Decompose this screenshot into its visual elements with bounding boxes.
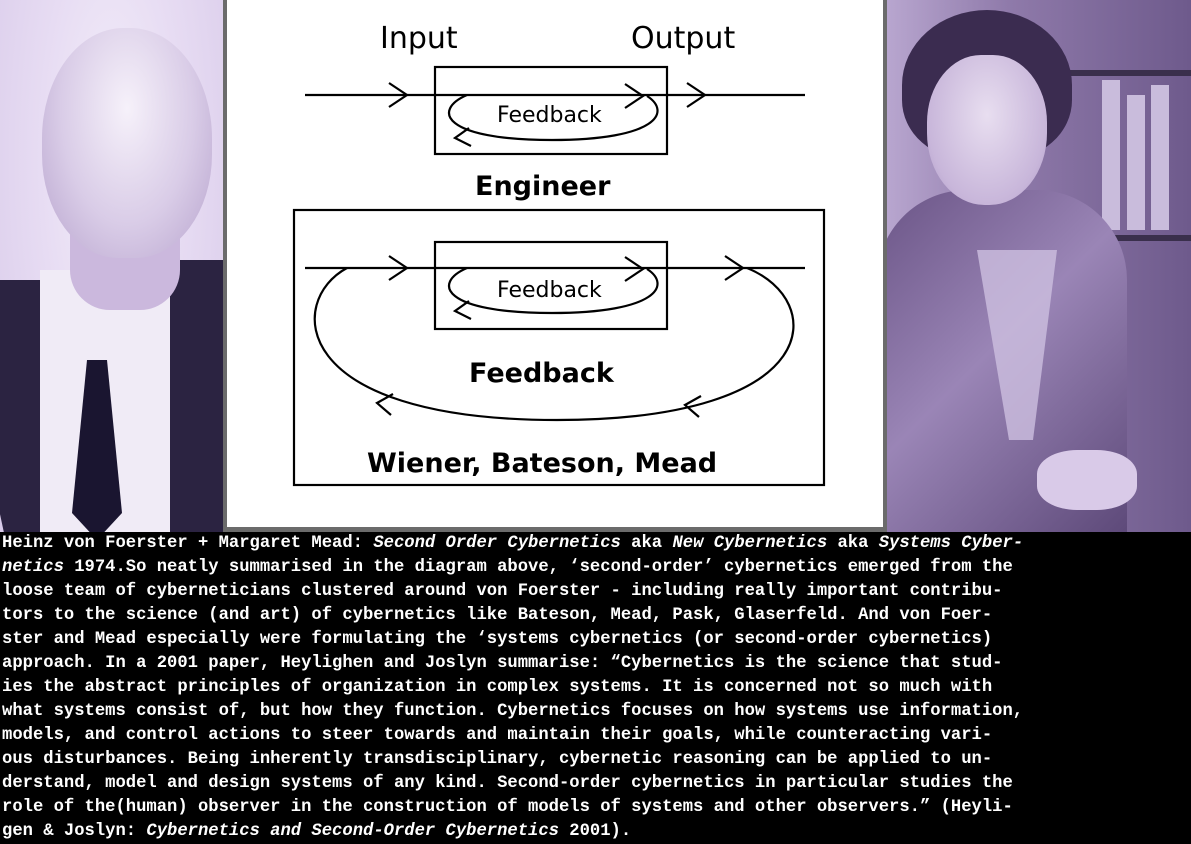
wiener-bateson-mead-title: Wiener, Bateson, Mead	[367, 448, 717, 479]
caption-title-italic: Systems Cyber-	[878, 534, 1024, 553]
feedback-label-inner-bottom: Feedback	[497, 278, 602, 303]
diagram-canvas: .ln { stroke:#000; stroke-width:2.2; fil…	[227, 0, 883, 527]
feedback-loop-inner-bottom	[448, 266, 659, 315]
portrait-heinz-von-foerster	[0, 0, 223, 532]
outer-frame-bottom	[292, 208, 826, 487]
feedback-diagram: .ln { stroke:#000; stroke-width:2.2; fil…	[292, 21, 826, 487]
caption-segment: tors to the science (and art) of cyberne…	[2, 606, 993, 625]
arrow-head-outer-left	[375, 393, 394, 416]
caption-line: tors to the science (and art) of cyberne…	[2, 604, 1189, 628]
portrait-margaret-mead	[887, 0, 1191, 532]
caption-line: approach. In a 2001 paper, Heylighen and…	[2, 652, 1189, 676]
caption-title-italic: New Cybernetics	[672, 534, 828, 553]
arrow-head-loop-top-left	[452, 127, 472, 147]
system-box-bottom	[433, 240, 669, 331]
caption-line: loose team of cyberneticians clustered a…	[2, 580, 1189, 604]
caption-title-italic: netics	[2, 558, 64, 577]
arrow-head-inner-loop-right	[624, 256, 645, 282]
caption-line: ous disturbances. Being inherently trans…	[2, 748, 1189, 772]
caption-line: role of the(human) observer in the const…	[2, 796, 1189, 820]
feedback-loop-top	[448, 93, 659, 142]
output-label: Output	[631, 21, 735, 56]
face-shape	[927, 55, 1047, 205]
input-label: Input	[380, 21, 458, 56]
caption-line: netics 1974.So neatly summarised in the …	[2, 556, 1189, 580]
caption-segment: aka	[620, 534, 673, 553]
bookshelf-shape	[1027, 70, 1191, 76]
arrow-head-inner-loop-left	[452, 300, 472, 320]
arrow-head-input-top	[388, 82, 409, 108]
book-shape	[1151, 85, 1169, 230]
arrow-head-loop-top-right	[624, 83, 645, 109]
caption-title-italic: Cybernetics and Second-Order Cybernetics	[146, 822, 559, 841]
caption-segment: aka	[827, 534, 879, 553]
feedback-label-outer: Feedback	[469, 358, 615, 389]
caption-segment: loose team of cyberneticians clustered a…	[2, 582, 1003, 601]
face-shape	[42, 28, 212, 258]
caption-line: Heinz von Foerster + Margaret Mead: Seco…	[2, 532, 1189, 556]
hand-shape	[1037, 450, 1137, 510]
feedback-label-top: Feedback	[497, 103, 602, 128]
caption-segment: what systems consist of, but how they fu…	[2, 702, 1024, 721]
caption-segment: gen & Joslyn:	[2, 822, 147, 841]
caption-segment: derstand, model and design systems of an…	[2, 774, 1013, 793]
caption-segment: ies the abstract principles of organizat…	[2, 678, 993, 697]
engineer-title: Engineer	[475, 171, 611, 202]
caption-segment: Heinz von Foerster + Margaret Mead:	[2, 534, 374, 553]
book-shape	[1102, 80, 1120, 230]
caption-segment: role of the(human) observer in the const…	[2, 798, 1013, 817]
caption-line: models, and control actions to steer tow…	[2, 724, 1189, 748]
caption-segment: 1974.So neatly summarised in the diagram…	[63, 558, 1013, 577]
caption-segment: models, and control actions to steer tow…	[2, 726, 993, 745]
arrow-head-input-bottom	[388, 255, 409, 281]
book-shape	[1127, 95, 1145, 230]
arrow-head-output-top	[686, 82, 707, 108]
arrow-head-output-bottom	[724, 255, 745, 281]
caption-text: Heinz von Foerster + Margaret Mead: Seco…	[2, 532, 1189, 842]
caption-segment: ster and Mead especially were formulatin…	[2, 630, 993, 649]
caption-line: what systems consist of, but how they fu…	[2, 700, 1189, 724]
feedback-loop-outer	[313, 266, 795, 422]
caption-line: derstand, model and design systems of an…	[2, 772, 1189, 796]
caption-segment: ous disturbances. Being inherently trans…	[2, 750, 993, 769]
caption-segment: approach. In a 2001 paper, Heylighen and…	[2, 654, 1003, 673]
system-box-top	[433, 65, 669, 156]
caption-line: ies the abstract principles of organizat…	[2, 676, 1189, 700]
caption-line: ster and Mead especially were formulatin…	[2, 628, 1189, 652]
caption-line: gen & Joslyn: Cybernetics and Second-Ord…	[2, 820, 1189, 844]
caption-segment: 2001).	[558, 822, 632, 841]
caption-title-italic: Second Order Cybernetics	[373, 534, 621, 553]
arrow-head-outer-right	[683, 395, 702, 418]
diagram-panel: .ln { stroke:#000; stroke-width:2.2; fil…	[223, 0, 887, 532]
